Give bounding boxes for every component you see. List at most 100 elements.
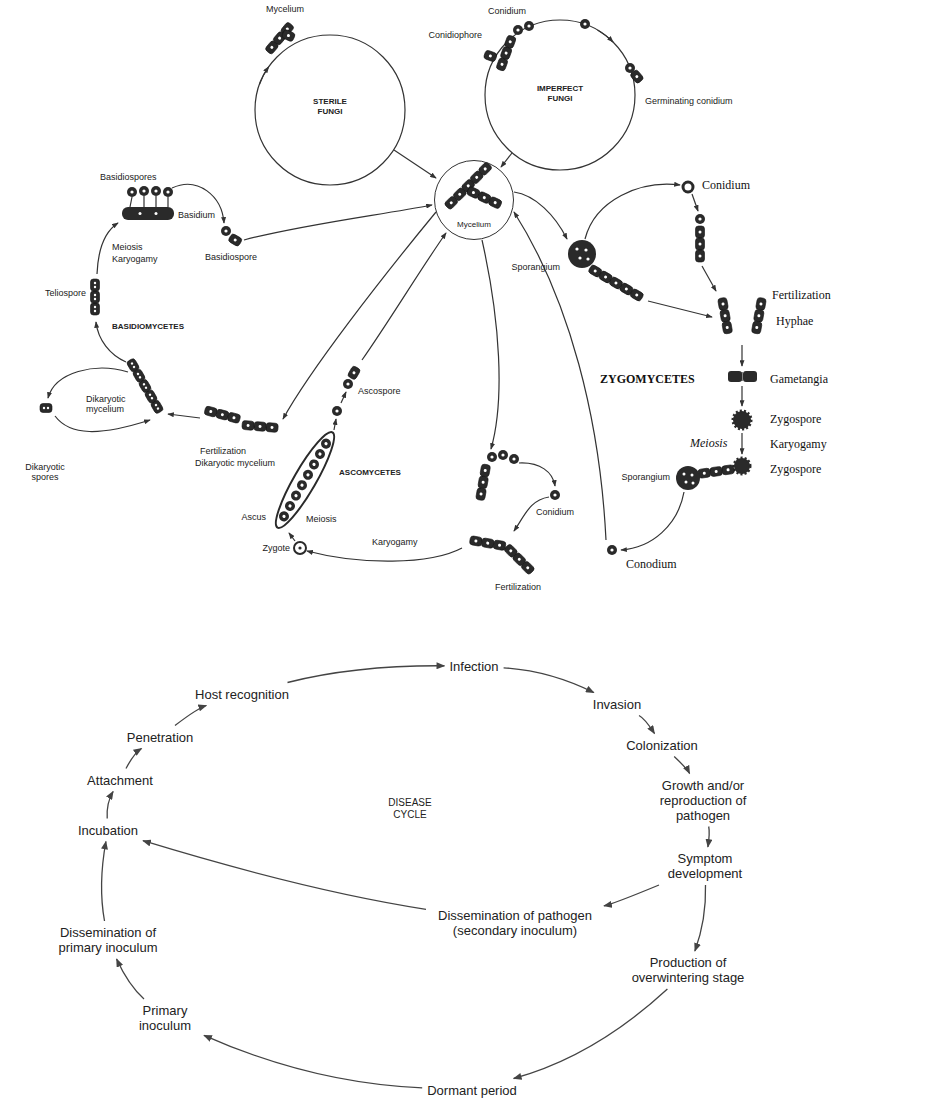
illustration-part <box>294 542 306 554</box>
part-label: Dikaryotic mycelium <box>195 458 275 468</box>
part-label: Teliospore <box>45 288 86 298</box>
stage-label: Primary inoculum <box>129 1002 201 1034</box>
illustration-part <box>307 458 321 472</box>
node-text: Mycelium <box>456 220 492 230</box>
stage-label: Penetration <box>125 729 196 746</box>
cycle-arrow <box>117 959 144 999</box>
cycle-arrow <box>604 885 659 906</box>
illustration-part <box>598 30 614 42</box>
node-text: Invasion <box>593 697 641 712</box>
illustration-part <box>91 279 100 315</box>
illustration-part <box>501 153 512 167</box>
illustration-part <box>313 447 327 461</box>
illustration-part <box>691 474 694 477</box>
illustration-part <box>301 468 315 482</box>
illustration-part <box>741 386 742 406</box>
part-label: Karyogamy <box>372 537 418 547</box>
illustration-part <box>683 182 693 192</box>
part-label: Fertilization <box>495 582 541 592</box>
illustration-part <box>578 256 581 259</box>
hub-circle: Mycelium <box>434 160 514 240</box>
part-label: Fertilization <box>200 446 246 456</box>
part-label: Sporangium <box>511 262 560 272</box>
illustration-part <box>698 465 735 479</box>
part-label: Germinating conidium <box>645 96 733 106</box>
illustration-part <box>319 437 333 451</box>
stage-label: Invasion <box>591 696 643 713</box>
part-label: Basidiospores <box>100 172 157 182</box>
part-label: BASIDIOMYCETES <box>112 322 184 332</box>
illustration-part <box>741 433 742 454</box>
illustration-part <box>139 212 142 215</box>
illustration-part <box>743 371 757 382</box>
illustration-part <box>277 510 291 524</box>
illustration-part <box>580 19 590 29</box>
illustration-part <box>692 482 695 485</box>
stage-label: Attachment <box>85 772 155 789</box>
part-label: Dikaryotic spores <box>20 462 70 482</box>
stage-label: Host recognition <box>193 686 291 703</box>
illustration-part <box>55 416 150 432</box>
illustration-part <box>607 545 617 555</box>
stage-label: Growth and/or reproduction of pathogen <box>649 777 757 824</box>
illustration-part <box>469 536 506 551</box>
illustration-part <box>702 266 716 291</box>
part-label: Mycelium <box>266 4 304 14</box>
illustration-part <box>298 546 301 549</box>
part-label: Karyogamy <box>112 254 158 264</box>
illustration-part <box>584 248 587 251</box>
illustration-part <box>718 297 733 334</box>
part-label: IMPERFECT FUNGI <box>527 84 593 104</box>
stage-label: Production of overwintering stage <box>624 954 752 986</box>
part-label: Dikaryotic mycelium <box>86 394 134 414</box>
illustration-part <box>334 419 336 430</box>
node-text: Primary inoculum <box>131 1003 199 1033</box>
illustration-part <box>685 481 688 484</box>
part-label: Ascospore <box>358 386 401 396</box>
node-text: Colonization <box>626 738 698 753</box>
illustration-part <box>514 212 606 540</box>
cycle-arrow <box>504 668 594 693</box>
illustration-part <box>513 25 523 35</box>
illustration-part <box>289 489 303 503</box>
illustration-part <box>221 226 231 236</box>
cycle-arrow <box>143 841 426 910</box>
illustration-part <box>568 240 596 268</box>
illustration-part <box>466 186 502 209</box>
node-text: Dissemination of pathogen (secondary ino… <box>431 908 599 938</box>
part-label: ZYGOMYCETES <box>600 372 695 386</box>
illustration-part <box>575 247 578 250</box>
stage-label: Dissemination of pathogen (secondary ino… <box>429 907 601 939</box>
cycle-arrow <box>695 885 706 951</box>
illustration-part <box>498 450 508 460</box>
illustration-part <box>244 205 432 240</box>
part-label: Ascus <box>241 512 266 522</box>
illustration-part <box>519 463 555 486</box>
illustration-part <box>524 21 534 31</box>
stage-label: Symptom development <box>661 850 749 882</box>
illustration-part <box>483 50 497 63</box>
illustration-part <box>347 365 361 380</box>
illustration-part <box>172 184 224 223</box>
illustration-part <box>648 301 712 317</box>
part-label: Zygospore <box>770 462 821 476</box>
illustration-part <box>168 414 200 418</box>
node-text: Symptom development <box>663 851 747 881</box>
illustration-part <box>289 533 295 541</box>
node-text: Host recognition <box>195 687 289 702</box>
illustration-part <box>476 464 491 501</box>
illustration-part <box>155 212 158 215</box>
part-label: Fertilization <box>772 288 831 302</box>
illustration-part <box>341 392 346 403</box>
node-text: Infection <box>449 659 498 674</box>
illustration-part <box>122 207 174 220</box>
node-text: Growth and/or reproduction of pathogen <box>651 778 755 823</box>
illustration-part <box>255 35 405 185</box>
part-label: Zygote <box>262 543 290 553</box>
illustration-part <box>733 411 751 429</box>
illustration-part <box>692 194 698 211</box>
node-text: Production of overwintering stage <box>626 955 750 985</box>
cycle-arrow <box>639 716 655 734</box>
illustration-part <box>295 478 309 492</box>
